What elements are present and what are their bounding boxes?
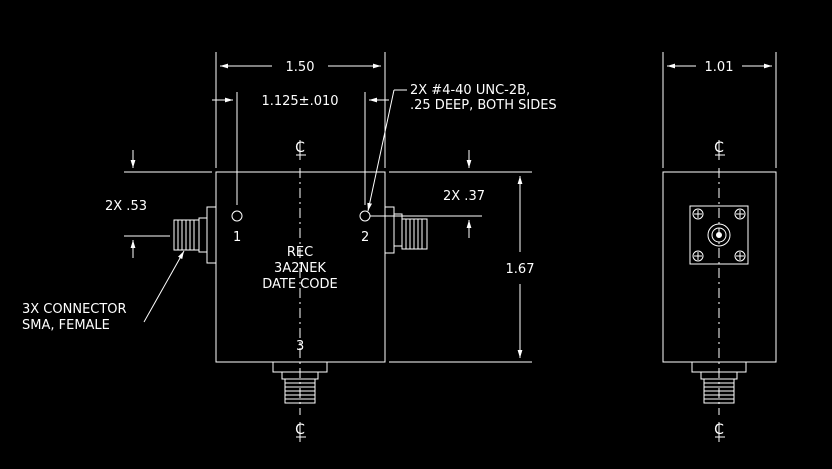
dimension-right-port-label: 2X .37 bbox=[443, 189, 485, 204]
port-1-label: 1 bbox=[233, 230, 241, 245]
left-sma-connector bbox=[173, 206, 217, 264]
dimension-height-label: 1.67 bbox=[506, 262, 535, 277]
side-centerline-symbol-bottom: C bbox=[714, 422, 725, 442]
hole-note-line1: 2X #4-40 UNC-2B, bbox=[410, 83, 530, 98]
mounting-hole-1 bbox=[231, 210, 243, 222]
dimension-right-port bbox=[370, 150, 532, 238]
body-label-line1: REC bbox=[287, 245, 313, 260]
port-3-label: 3 bbox=[296, 339, 304, 354]
side-dimension-width-label: 1.01 bbox=[705, 60, 734, 75]
side-centerline-symbol-top: C bbox=[714, 140, 725, 160]
dimension-width-150 bbox=[215, 52, 386, 168]
hole-note-leader bbox=[367, 89, 407, 212]
dimension-width-label: 1.50 bbox=[286, 60, 315, 75]
dimension-left-port-label: 2X .53 bbox=[105, 199, 147, 214]
body-label-line3: DATE CODE bbox=[262, 277, 338, 292]
dimension-hole-spacing-label: 1.125±.010 bbox=[261, 94, 338, 109]
front-view-labels: 1.50 1.125±.010 2X #4-40 UNC-2B, .25 DEE… bbox=[22, 60, 557, 354]
centerline-symbol-bottom: C bbox=[295, 422, 306, 442]
dimension-hole-spacing bbox=[212, 92, 389, 205]
port-2-label: 2 bbox=[361, 230, 369, 245]
dimension-height bbox=[389, 176, 532, 363]
side-flange bbox=[689, 205, 749, 265]
side-dimension-width bbox=[662, 52, 777, 168]
side-view: C C bbox=[662, 52, 777, 442]
body-label-line2: 3A2NEK bbox=[274, 261, 326, 276]
connector-note-line2: SMA, FEMALE bbox=[22, 318, 110, 333]
front-view: C C bbox=[124, 52, 532, 442]
right-sma-connector bbox=[384, 206, 428, 254]
connector-note-leader bbox=[143, 250, 185, 323]
hole-note-line2: .25 DEEP, BOTH SIDES bbox=[410, 98, 557, 113]
side-bottom-connector bbox=[691, 361, 747, 404]
mounting-hole-2 bbox=[359, 210, 371, 222]
dimension-left-port bbox=[124, 150, 212, 258]
bottom-sma-connector bbox=[272, 361, 328, 404]
connector-note-line1: 3X CONNECTOR bbox=[22, 302, 127, 317]
centerline-symbol-top: C bbox=[295, 140, 306, 160]
